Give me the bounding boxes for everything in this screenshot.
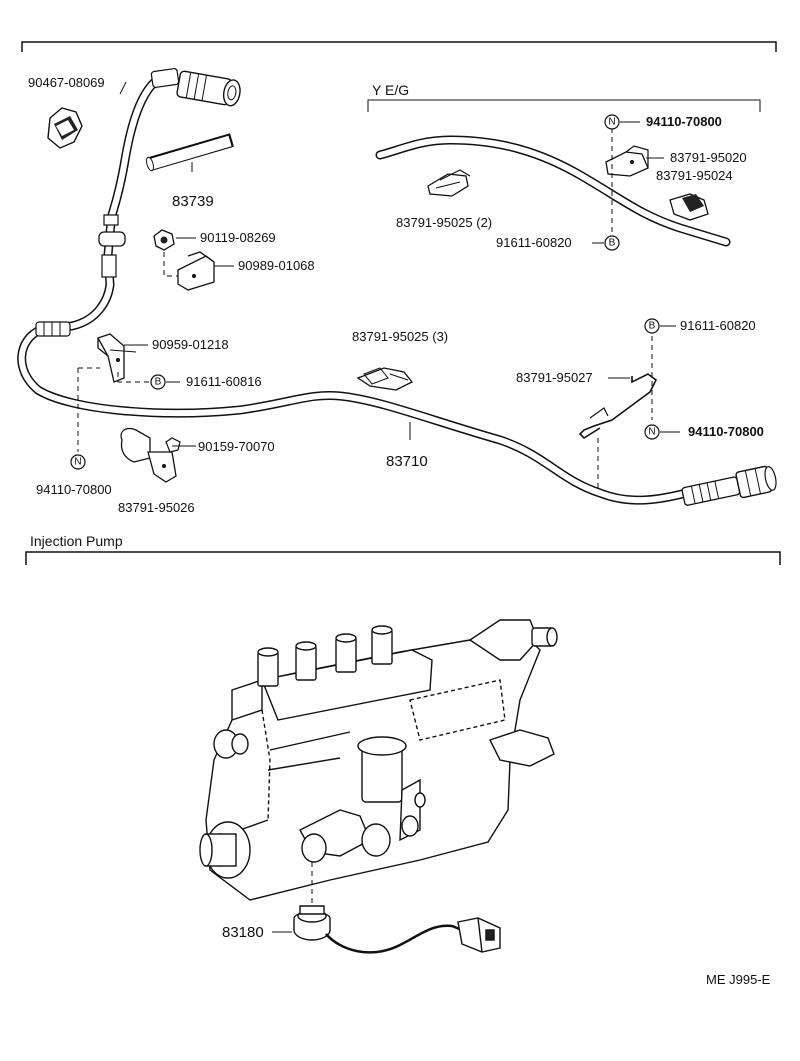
label-91611-60820-right: 91611-60820	[680, 318, 756, 333]
svg-text:B: B	[609, 238, 616, 249]
label-83791-95025-3: 83791-95025 (3)	[352, 329, 448, 344]
bracket-83791-95027	[578, 373, 658, 440]
label-91611-60816: 91611-60816	[186, 374, 262, 389]
clamp-90959-01218	[97, 333, 137, 383]
injection-pump-bracket	[25, 551, 781, 565]
n-marker-right: N	[644, 424, 660, 440]
clip-83791-95025-2	[427, 169, 471, 197]
clamp-83791-95024	[669, 193, 709, 221]
n-marker-top: N	[604, 114, 620, 130]
label-83791-95026: 83791-95026	[118, 500, 195, 515]
clamp-83791-95020	[605, 145, 649, 177]
label-90119-08269: 90119-08269	[200, 230, 276, 245]
label-90467-08069: 90467-08069	[28, 75, 105, 90]
ye-g-cable	[375, 135, 731, 247]
label-90959-01218: 90959-01218	[152, 337, 229, 352]
ye-g-bracket	[367, 99, 761, 112]
top-section-bracket	[21, 41, 777, 52]
clip-83791-95025-3	[356, 367, 414, 391]
clamp-90467-08069	[47, 107, 83, 149]
label-94110-70800-right: 94110-70800	[688, 424, 764, 439]
svg-text:N: N	[648, 427, 655, 438]
leader-clamp-90467	[119, 81, 127, 95]
speedometer-cable-83710	[17, 68, 777, 506]
label-91611-60820-top: 91611-60820	[496, 235, 572, 250]
label-83791-95020: 83791-95020	[670, 150, 747, 165]
label-90159-70070: 90159-70070	[198, 439, 275, 454]
svg-text:N: N	[608, 117, 615, 128]
n-marker-left: N	[70, 454, 86, 470]
clamp-83791-95026	[120, 427, 196, 483]
leader-91611-60816	[117, 372, 150, 383]
b-marker-top: B	[604, 235, 620, 251]
label-83739: 83739	[172, 193, 214, 210]
svg-text:N: N	[74, 457, 81, 468]
footer-code: ME J995-E	[706, 972, 771, 987]
nut-90119-08269	[153, 229, 175, 251]
label-83710: 83710	[386, 453, 428, 470]
speed-sensor-83180	[293, 905, 501, 954]
label-83791-95025-2: 83791-95025 (2)	[396, 215, 492, 230]
svg-text:B: B	[155, 377, 162, 388]
label-83180: 83180	[222, 924, 264, 941]
label-94110-70800-left: 94110-70800	[36, 482, 112, 497]
ye-g-header: Y E/G	[372, 82, 409, 98]
b-marker-right: B	[644, 318, 660, 334]
label-83791-95027: 83791-95027	[516, 370, 593, 385]
injection-pump	[199, 619, 558, 901]
injection-pump-header: Injection Pump	[30, 533, 123, 549]
svg-text:B: B	[649, 321, 656, 332]
label-83791-95024: 83791-95024	[656, 168, 733, 183]
b-marker-91611-60816: B	[150, 374, 166, 390]
label-90989-01068: 90989-01068	[238, 258, 315, 273]
label-94110-70800-top: 94110-70800	[646, 114, 722, 129]
bracket-90989-01068	[163, 251, 215, 291]
hose-83739	[146, 133, 234, 172]
